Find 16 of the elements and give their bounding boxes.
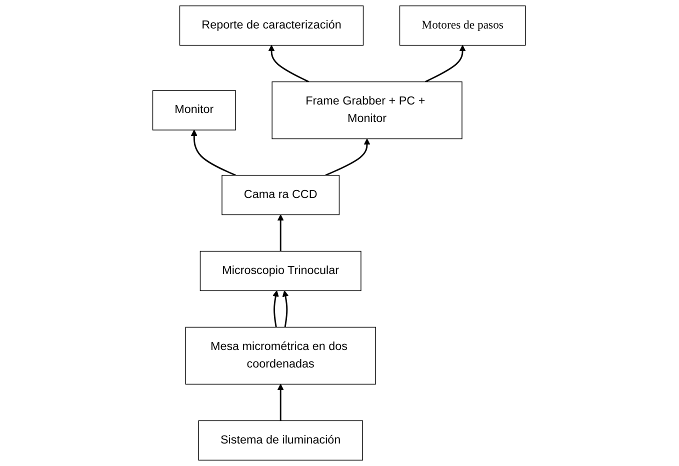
arrow	[272, 290, 280, 328]
arrow	[282, 290, 290, 328]
arrow	[268, 45, 310, 82]
node-box: Microscopio Trinocular	[200, 250, 362, 292]
arrow	[191, 130, 236, 176]
node-box: Sistema de iluminación	[198, 420, 364, 461]
node-box: Monitor	[152, 90, 236, 130]
node-box: Cama ra CCD	[222, 174, 340, 216]
node-box: Frame Grabber + PC + Monitor	[272, 81, 463, 140]
node-box: Reporte de caracterización	[180, 5, 364, 46]
arrow	[278, 384, 284, 421]
arrow	[278, 214, 284, 252]
node-box: Mesa micrométrica en dos coordenadas	[186, 326, 376, 385]
arrow	[326, 138, 371, 176]
node-box: Motores de pasos	[400, 5, 526, 46]
arrow	[425, 45, 466, 82]
